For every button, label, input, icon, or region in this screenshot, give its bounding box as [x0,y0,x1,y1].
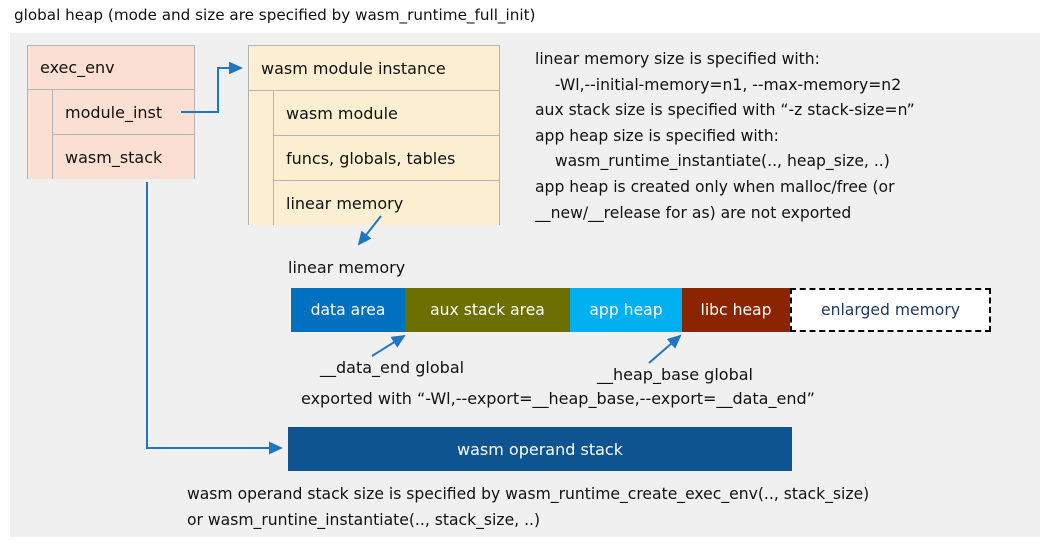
exec-env-indent [28,90,53,179]
module-instance-row-linear-memory: linear memory [274,181,499,225]
data-end-annotation: __data_end global [320,358,465,377]
module-instance-body: wasm module funcs, globals, tables linea… [249,91,499,225]
exec-env-row-wasm-stack: wasm_stack [53,135,194,179]
wasm-operand-stack-box: wasm operand stack [288,427,792,471]
exec-env-rows: module_inst wasm_stack [53,90,194,179]
module-instance-header: wasm module instance [249,46,499,91]
page-title: global heap (mode and size are specified… [14,6,536,24]
module-instance-row-wasm-module: wasm module [274,91,499,136]
memory-segment-app-heap: app heap [570,288,682,332]
exec-env-body: module_inst wasm_stack [28,90,194,179]
exec-env-row-module-inst: module_inst [53,90,194,135]
module-instance-rows: wasm module funcs, globals, tables linea… [274,91,499,225]
exec-env-header: exec_env [28,46,194,90]
linear-memory-label: linear memory [288,258,406,277]
memory-segment-data-area: data area [291,288,405,332]
module-instance-row-funcs-globals-tables: funcs, globals, tables [274,136,499,181]
module-instance-box: wasm module instance wasm module funcs, … [248,45,500,225]
module-instance-indent [249,91,274,225]
memory-segment-aux-stack-area: aux stack area [405,288,570,332]
memory-segment-libc-heap: libc heap [682,288,790,332]
heap-base-annotation: __heap_base global [597,365,753,384]
operand-stack-note: wasm operand stack size is specified by … [187,485,870,529]
export-annotation: exported with “-Wl,--export=__heap_base,… [301,389,815,408]
memory-segment-enlarged-memory: enlarged memory [790,288,991,332]
memory-config-notes: linear memory size is specified with: -W… [535,50,915,222]
exec-env-box: exec_env module_inst wasm_stack [27,45,195,179]
